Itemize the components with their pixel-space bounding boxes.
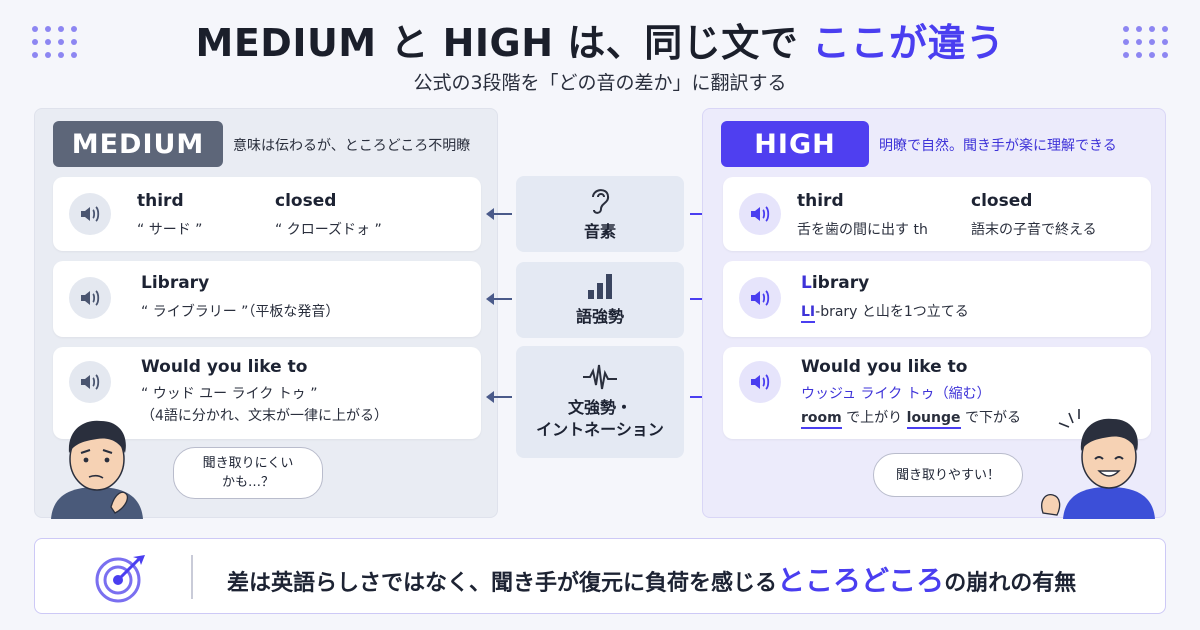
bottom-message: 差は英語らしさではなく、聞き手が復元に負荷を感じるところどころの崩れの有無 <box>227 559 1076 599</box>
center-label-intonation-line1: 文強勢・ <box>567 398 632 417</box>
sound-library-rest: -brary と山を1つ立てる <box>815 304 969 320</box>
confused-person-illustration <box>51 420 143 519</box>
high-badge: HIGH <box>721 121 869 167</box>
word-closed: closed <box>275 191 337 211</box>
sound-closed: “ クローズドォ ” <box>275 222 382 238</box>
speaker-icon[interactable] <box>739 277 781 319</box>
speaker-icon[interactable] <box>739 361 781 403</box>
medium-badge: MEDIUM <box>53 121 223 167</box>
high-card-word-stress: Library LI-brary と山を1つ立てる <box>723 261 1151 337</box>
word-library: Library <box>141 273 210 293</box>
decorative-dots-right <box>1123 26 1168 58</box>
text-rise: で上がり <box>841 410 907 426</box>
center-label-word-stress: 語強勢 <box>575 307 624 326</box>
page-subtitle: 公式の3段階を「どの音の差か」に翻訳する <box>413 72 787 94</box>
text-fall: で下がる <box>960 410 1021 426</box>
center-item-intonation: 文強勢・ イントネーション <box>516 346 684 458</box>
sound-third: “ サード ” <box>137 222 203 238</box>
stress-syllable: LI <box>801 304 816 323</box>
center-item-phoneme: 音素 <box>516 176 684 252</box>
speaker-icon[interactable] <box>69 193 111 235</box>
word-would-you-like-to: Would you like to <box>141 357 308 377</box>
bar-chart-icon <box>588 274 612 299</box>
high-bubble-text: 聞き取りやすい！ <box>895 467 1000 483</box>
center-label-intonation-line2: イントネーション <box>536 420 664 439</box>
medium-card-phoneme: third “ サード ” closed “ クローズドォ ” <box>53 177 481 251</box>
word-third: third <box>137 191 184 211</box>
medium-description: 意味は伝わるが、ところどころ不明瞭 <box>233 138 471 154</box>
sound-would-you-like-to: ウッジュ ライク トゥ（縮む） <box>801 386 991 402</box>
medium-panel: MEDIUM 意味は伝わるが、ところどころ不明瞭 third “ サード ” c… <box>34 108 498 519</box>
medium-speech-bubble: 聞き取りにくい かも…？ <box>173 447 323 499</box>
ear-icon <box>592 189 610 214</box>
word-library-rest: ibrary <box>811 273 870 293</box>
sound-would-you-like-to: “ ウッド ユー ライク トゥ ” <box>141 386 318 402</box>
intonation-note: room で上がり lounge で下がる <box>801 407 1021 429</box>
high-description: 明瞭で自然。聞き手が楽に理解できる <box>879 138 1117 154</box>
center-label-intonation: 文強勢・ イントネーション <box>536 397 664 441</box>
arrow-left-phoneme <box>486 208 512 220</box>
target-icon <box>95 555 145 603</box>
center-item-word-stress: 語強勢 <box>516 262 684 338</box>
sound-library: “ ライブラリー ”（平板な発音） <box>141 304 340 320</box>
sound-library: LI-brary と山を1つ立てる <box>801 301 969 323</box>
title-accent: ここが違う <box>811 21 1005 65</box>
word-would-you-like-to: Would you like to <box>801 357 968 377</box>
high-card-intonation: Would you like to ウッジュ ライク トゥ（縮む） room で… <box>723 347 1151 439</box>
word-library: Library <box>801 273 869 293</box>
waveform-icon <box>583 364 617 390</box>
medium-card-word-stress: Library “ ライブラリー ”（平板な発音） <box>53 261 481 337</box>
title-main: MEDIUM と HIGH は、同じ文で <box>195 21 799 65</box>
center-label-phoneme: 音素 <box>583 222 616 241</box>
speaker-icon[interactable] <box>69 277 111 319</box>
arrow-left-word-stress <box>486 293 512 305</box>
high-speech-bubble: 聞き取りやすい！ <box>873 453 1023 497</box>
bottom-text-after: の崩れの有無 <box>944 571 1077 596</box>
note-would-you-like-to: （4語に分かれ、文末が一律に上がる） <box>141 408 389 424</box>
medium-card-intonation: Would you like to “ ウッド ユー ライク トゥ ” （4語に… <box>53 347 481 439</box>
word-lounge: lounge <box>906 410 961 429</box>
bottom-summary: 差は英語らしさではなく、聞き手が復元に負荷を感じるところどころの崩れの有無 <box>34 538 1166 614</box>
sound-third: 舌を歯の間に出す th <box>797 222 928 238</box>
word-library-stress: L <box>801 273 812 293</box>
word-closed: closed <box>971 191 1033 211</box>
speaker-icon[interactable] <box>739 193 781 235</box>
decorative-dots-left <box>32 26 77 58</box>
speaker-icon[interactable] <box>69 361 111 403</box>
medium-bubble-text: 聞き取りにくい かも…？ <box>202 456 294 490</box>
bottom-text-accent: ところどころ <box>777 564 945 597</box>
arrow-left-intonation <box>486 391 512 403</box>
bottom-divider <box>191 555 193 599</box>
bottom-text-before: 差は英語らしさではなく、聞き手が復元に負荷を感じる <box>227 571 778 596</box>
page-title: MEDIUM と HIGH は、同じ文で ここが違う <box>0 12 1200 67</box>
word-third: third <box>797 191 844 211</box>
happy-person-illustration <box>1041 409 1155 519</box>
word-room: room <box>801 410 842 429</box>
high-card-phoneme: third 舌を歯の間に出す th closed 語末の子音で終える <box>723 177 1151 251</box>
sound-closed: 語末の子音で終える <box>971 222 1097 238</box>
high-panel: HIGH 明瞭で自然。聞き手が楽に理解できる third 舌を歯の間に出す th… <box>702 108 1166 519</box>
